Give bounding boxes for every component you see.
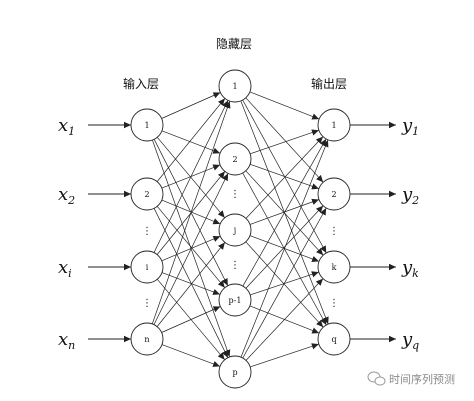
edge-input-3-hidden-2	[156, 242, 226, 327]
watermark-text: 时间序列预测	[389, 372, 455, 386]
output-label-sub: 1	[412, 125, 419, 138]
output-node-label: 1	[331, 121, 336, 130]
edge-input-3-hidden-3	[161, 306, 221, 333]
output-label-main: y	[401, 329, 413, 350]
output-node-label: k	[332, 263, 337, 272]
edge-hidden-2-output-3	[245, 241, 324, 328]
output-label-y1: y1	[401, 115, 419, 138]
edge-hidden-3-output-1	[245, 205, 324, 289]
hidden-node-1: 1	[218, 69, 252, 103]
edge-input-2-hidden-0	[153, 100, 229, 253]
input-label-sub: n	[68, 339, 75, 352]
edge-hidden-1-output-1	[249, 163, 320, 190]
input-label-x2: x2	[58, 184, 75, 207]
input-label-xi: xi	[58, 257, 72, 280]
output-node-label: q	[331, 335, 336, 344]
output-label-sub: 2	[411, 194, 419, 207]
input-label-sub: i	[68, 267, 72, 280]
input-label-main: x	[58, 329, 68, 350]
output-label-yk: yk	[401, 257, 419, 280]
input-label-x1: x1	[58, 115, 75, 138]
input-label-sub: 1	[68, 125, 75, 138]
hidden-layer: 1 2 j p-1 p	[218, 69, 252, 389]
input-label-sub: 2	[67, 194, 75, 207]
output-node-q: q	[317, 322, 351, 356]
output-label-sub: k	[412, 267, 419, 280]
edge-hidden-1-output-0	[249, 129, 320, 155]
output-layer-title: 输出层	[311, 76, 347, 91]
input-label-main: x	[58, 115, 68, 136]
hidden-node-p-1: p-1	[218, 283, 252, 317]
watermark: 时间序列预测	[367, 371, 455, 386]
edge-input-1-hidden-0	[156, 98, 226, 182]
output-label-y2: y2	[401, 184, 419, 207]
input-node-i: i	[130, 250, 164, 284]
edge-hidden-2-output-0	[245, 136, 324, 219]
wechat-icon	[367, 371, 386, 386]
edge-input-3-hidden-4	[161, 344, 221, 367]
io-arrows	[88, 121, 396, 343]
input-node-label: 1	[144, 121, 149, 130]
edge-hidden-4-output-0	[240, 139, 329, 358]
output-node-1: 1	[317, 108, 351, 142]
output-label-main: y	[401, 115, 413, 136]
output-layer: 1 2 k q	[317, 108, 351, 356]
output-ellipsis-upper: ⋮	[329, 226, 339, 237]
edge-hidden-3-output-0	[242, 138, 327, 287]
hidden-node-label: p-1	[229, 296, 242, 305]
output-label-main: y	[401, 184, 413, 205]
hidden-ellipsis-upper: ⋮	[230, 189, 240, 200]
edge-hidden-4-output-2	[245, 278, 324, 361]
hidden-node-label: j	[233, 226, 236, 235]
input-label-xn: xn	[58, 329, 75, 352]
hidden-ellipsis-lower: ⋮	[230, 260, 240, 271]
hidden-node-label: 2	[232, 155, 237, 164]
edge-hidden-4-output-1	[242, 207, 327, 359]
edge-hidden-4-output-3	[250, 343, 319, 368]
input-node-2: 2	[130, 177, 164, 211]
input-label-main: x	[58, 257, 68, 278]
hidden-layer-title: 隐藏层	[216, 37, 252, 51]
edge-hidden-0-output-1	[245, 97, 324, 183]
output-node-2: 2	[317, 177, 351, 211]
input-node-n: n	[130, 322, 164, 356]
edge-hidden-0-output-0	[249, 91, 320, 120]
input-node-label: n	[144, 335, 149, 344]
edge-input-1-hidden-3	[156, 206, 226, 288]
input-node-label: 2	[144, 190, 149, 199]
input-node-1: 1	[130, 108, 164, 142]
input-label-main: x	[58, 184, 68, 205]
edge-input-3-hidden-1	[153, 173, 229, 325]
hidden-node-label: 1	[232, 82, 237, 91]
output-node-label: 2	[331, 190, 336, 199]
edge-input-0-hidden-0	[161, 92, 221, 119]
edge-input-0-hidden-1	[161, 130, 221, 154]
output-label-sub: q	[412, 339, 419, 352]
output-label-main: y	[401, 257, 413, 278]
hidden-node-j: j	[218, 213, 252, 247]
hidden-node-p: p	[218, 355, 252, 389]
edge-input-3-hidden-0	[151, 100, 231, 325]
input-layer-title: 输入层	[123, 76, 159, 91]
input-ellipsis-lower: ⋮	[142, 298, 152, 309]
output-ellipsis-lower: ⋮	[329, 298, 339, 309]
output-node-k: k	[317, 250, 351, 284]
connections	[151, 91, 329, 368]
input-node-label: i	[146, 263, 149, 272]
edge-input-1-hidden-4	[153, 208, 229, 358]
edge-input-0-hidden-2	[157, 137, 225, 218]
hidden-node-label: p	[232, 368, 237, 377]
input-ellipsis-upper: ⋮	[142, 226, 152, 237]
output-label-yq: yq	[401, 329, 419, 352]
input-layer: 1 2 i n	[130, 108, 164, 356]
hidden-node-2: 2	[218, 142, 252, 176]
edge-input-2-hidden-3	[161, 272, 221, 295]
